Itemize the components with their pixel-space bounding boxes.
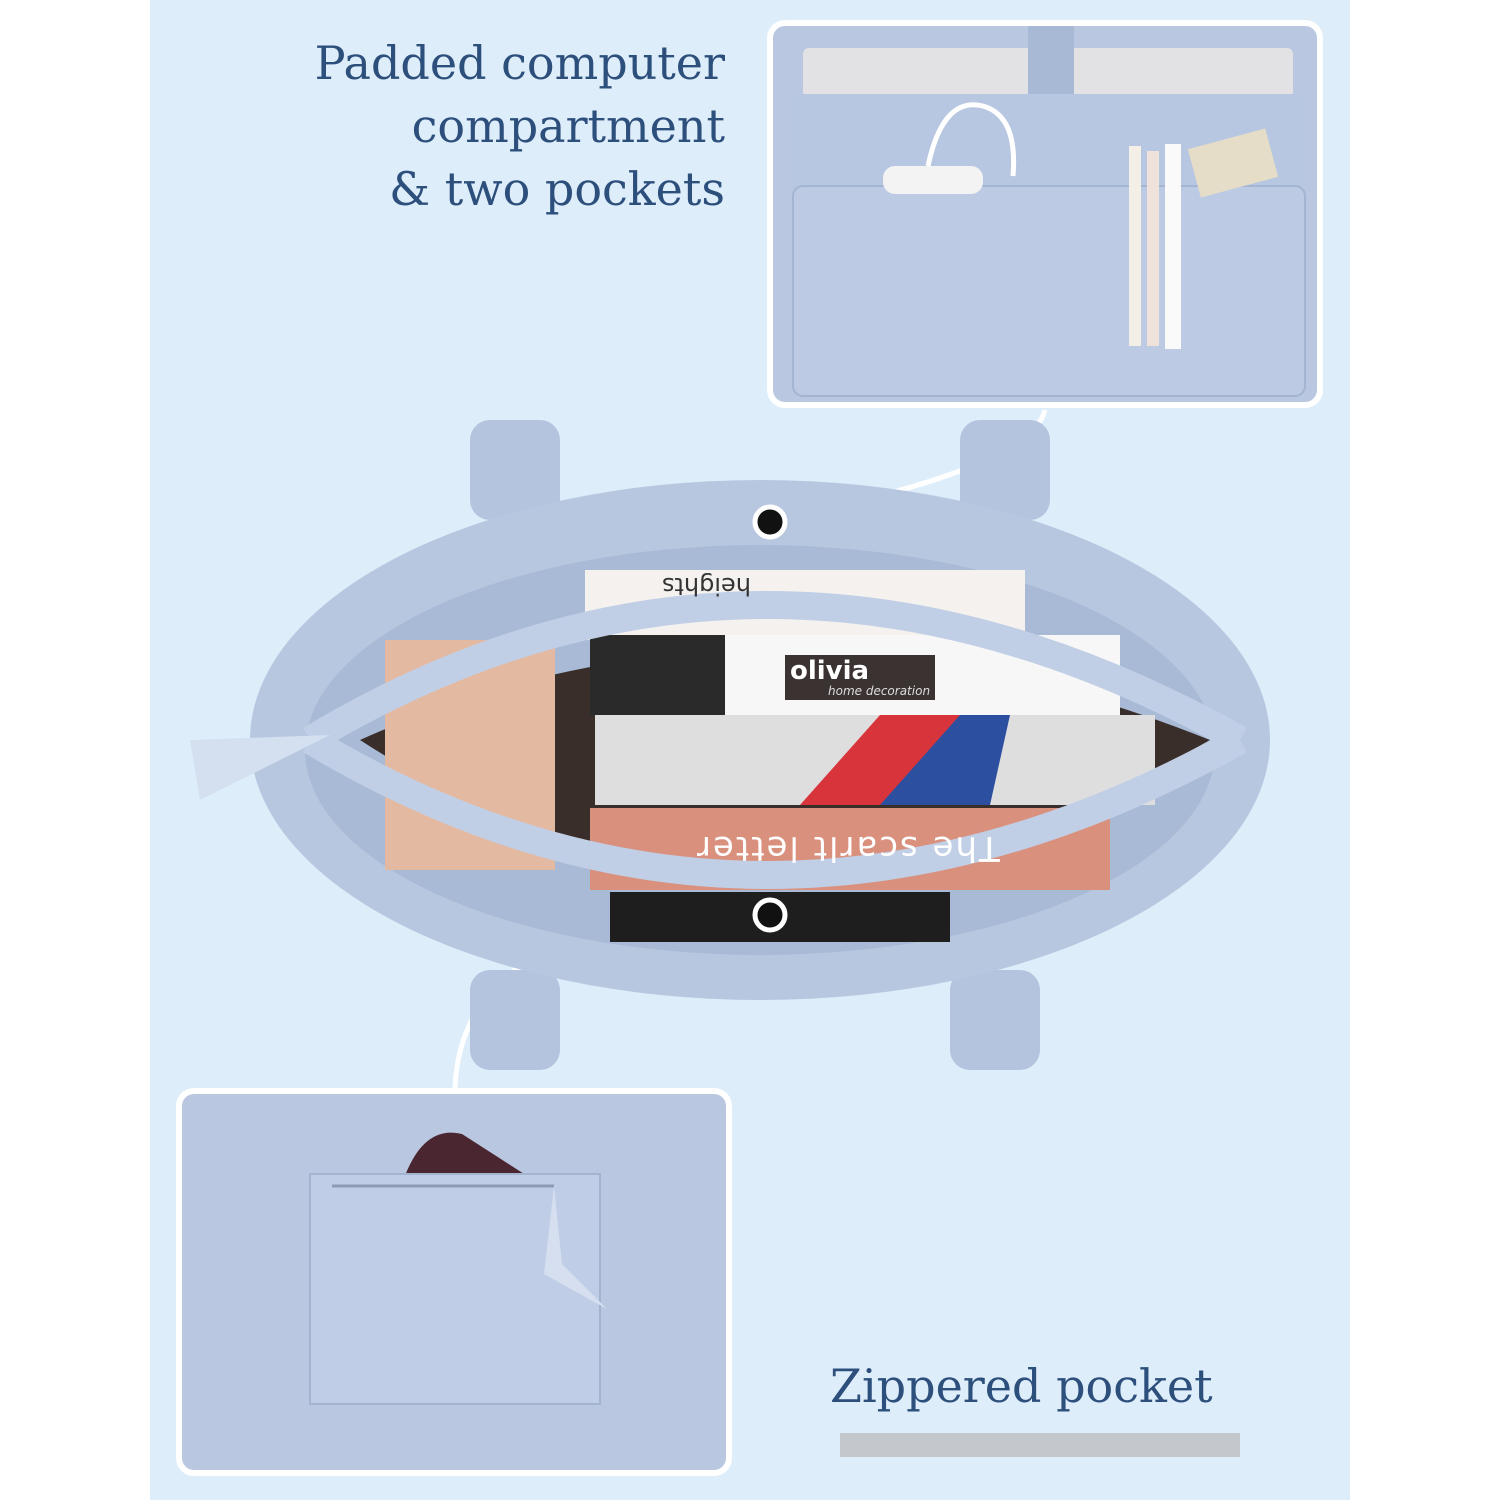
computer-compartment-inset-image — [767, 20, 1323, 408]
heading-line: & two pockets — [389, 162, 725, 216]
book-label: home decoration — [828, 684, 931, 698]
book-label: The scarlt letter — [695, 828, 1000, 868]
feature-heading-computer-compartment: Padded computer compartment & two pocket… — [240, 32, 725, 221]
compartment-illustration — [792, 26, 1306, 397]
heading-line: Padded computer — [314, 36, 725, 90]
book-label: heights — [662, 572, 752, 600]
callout-dot-top — [752, 504, 788, 540]
zippered-pocket-inset-image — [176, 1088, 732, 1476]
pocket-illustration — [309, 1132, 607, 1405]
feature-heading-zippered-pocket: Zippered pocket — [830, 1359, 1213, 1413]
callout-dot-bottom — [752, 897, 788, 933]
book-label: olivia — [790, 656, 870, 686]
heading-underline-bar — [840, 1433, 1240, 1457]
heading-line: compartment — [411, 99, 725, 153]
